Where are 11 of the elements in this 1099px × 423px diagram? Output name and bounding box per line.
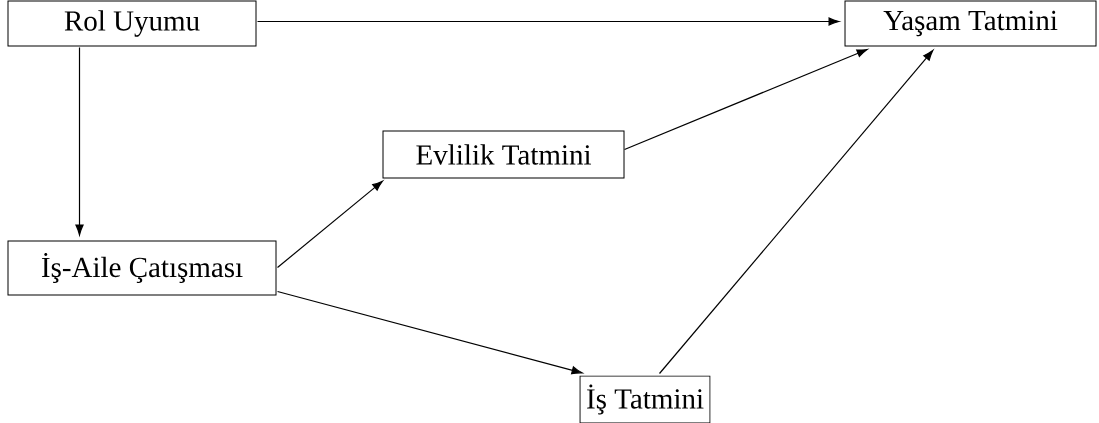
concept-box: Rol Uyumu	[7, 0, 257, 47]
arrow	[75, 46, 84, 236]
arrow	[276, 180, 384, 269]
arrow	[256, 17, 840, 26]
concept-box: İş-Aile Çatışması	[7, 240, 277, 296]
concept-box: Evlilik Tatmini	[382, 130, 625, 179]
concept-box: İş Tatmini	[579, 375, 711, 423]
arrow	[658, 49, 934, 375]
arrow	[276, 290, 583, 375]
concept-box: Yaşam Tatmini	[844, 0, 1097, 47]
arrow	[623, 48, 868, 151]
